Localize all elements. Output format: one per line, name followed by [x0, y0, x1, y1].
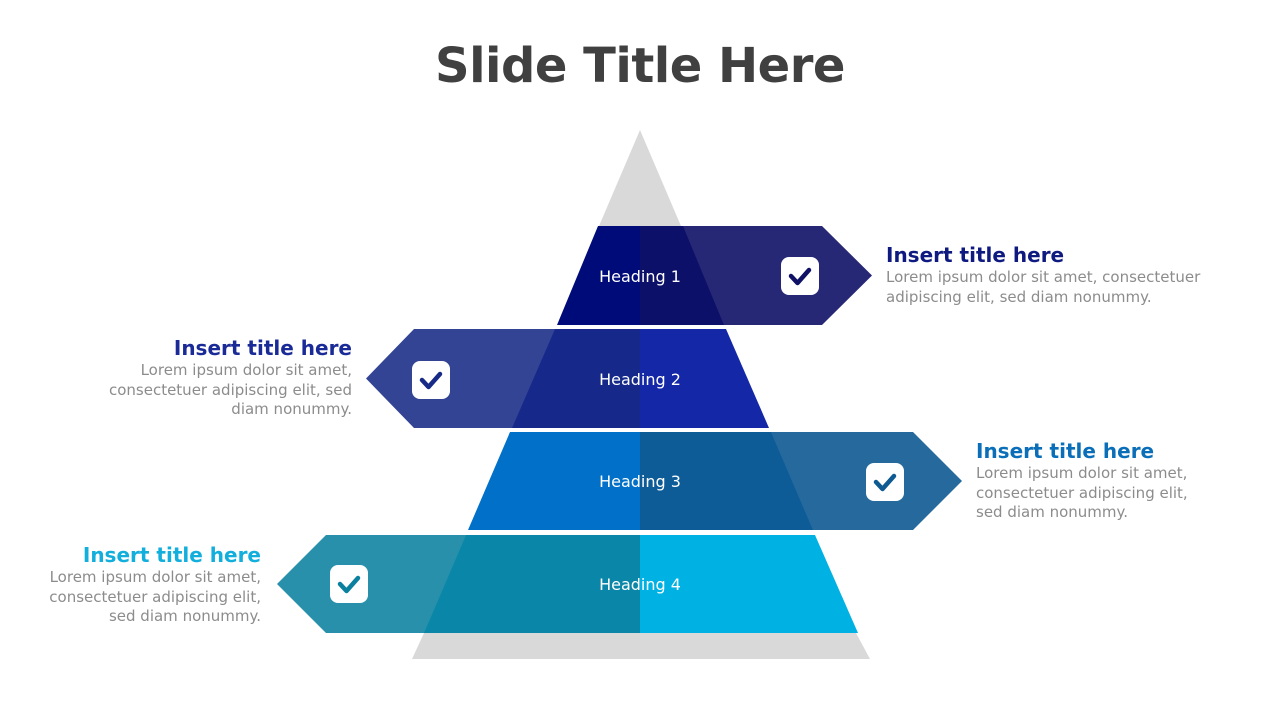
info-title-2: Insert title here	[173, 336, 352, 360]
arrow-4	[277, 535, 640, 633]
slide-title: Slide Title Here	[435, 38, 845, 94]
level-4: Heading 4	[277, 535, 858, 633]
level-1: Heading 1	[557, 226, 872, 325]
arrow-2	[366, 329, 640, 428]
arrow-3	[640, 432, 962, 530]
info-title-3: Insert title here	[976, 439, 1155, 463]
info-description-2: Lorem ipsum dolor sit amet, consectetuer…	[108, 361, 352, 418]
info-block-3: Insert title here Lorem ipsum dolor sit …	[976, 438, 1216, 523]
check-icon	[412, 361, 450, 399]
check-icon	[330, 565, 368, 603]
band-label-4: Heading 4	[599, 575, 681, 594]
info-description-3: Lorem ipsum dolor sit amet, consectetuer…	[976, 464, 1188, 521]
level-3: Heading 3	[468, 432, 962, 530]
band-label-1: Heading 1	[599, 267, 681, 286]
info-title-1: Insert title here	[886, 243, 1065, 267]
pyramid-gray-tip	[599, 130, 681, 226]
info-block-1: Insert title here Lorem ipsum dolor sit …	[886, 242, 1206, 307]
info-title-4: Insert title here	[82, 543, 261, 567]
arrow-1	[640, 226, 872, 325]
band-label-2: Heading 2	[599, 370, 681, 389]
info-description-1: Lorem ipsum dolor sit amet, consectetuer…	[886, 268, 1201, 306]
band-label-3: Heading 3	[599, 472, 681, 491]
check-icon	[781, 257, 819, 295]
info-block-2: Insert title here Lorem ipsum dolor sit …	[90, 335, 352, 420]
info-description-4: Lorem ipsum dolor sit amet, consectetuer…	[49, 568, 261, 625]
info-block-4: Insert title here Lorem ipsum dolor sit …	[20, 542, 261, 627]
pyramid-gray-base	[412, 633, 870, 659]
check-icon	[866, 463, 904, 501]
level-2: Heading 2	[366, 329, 769, 428]
